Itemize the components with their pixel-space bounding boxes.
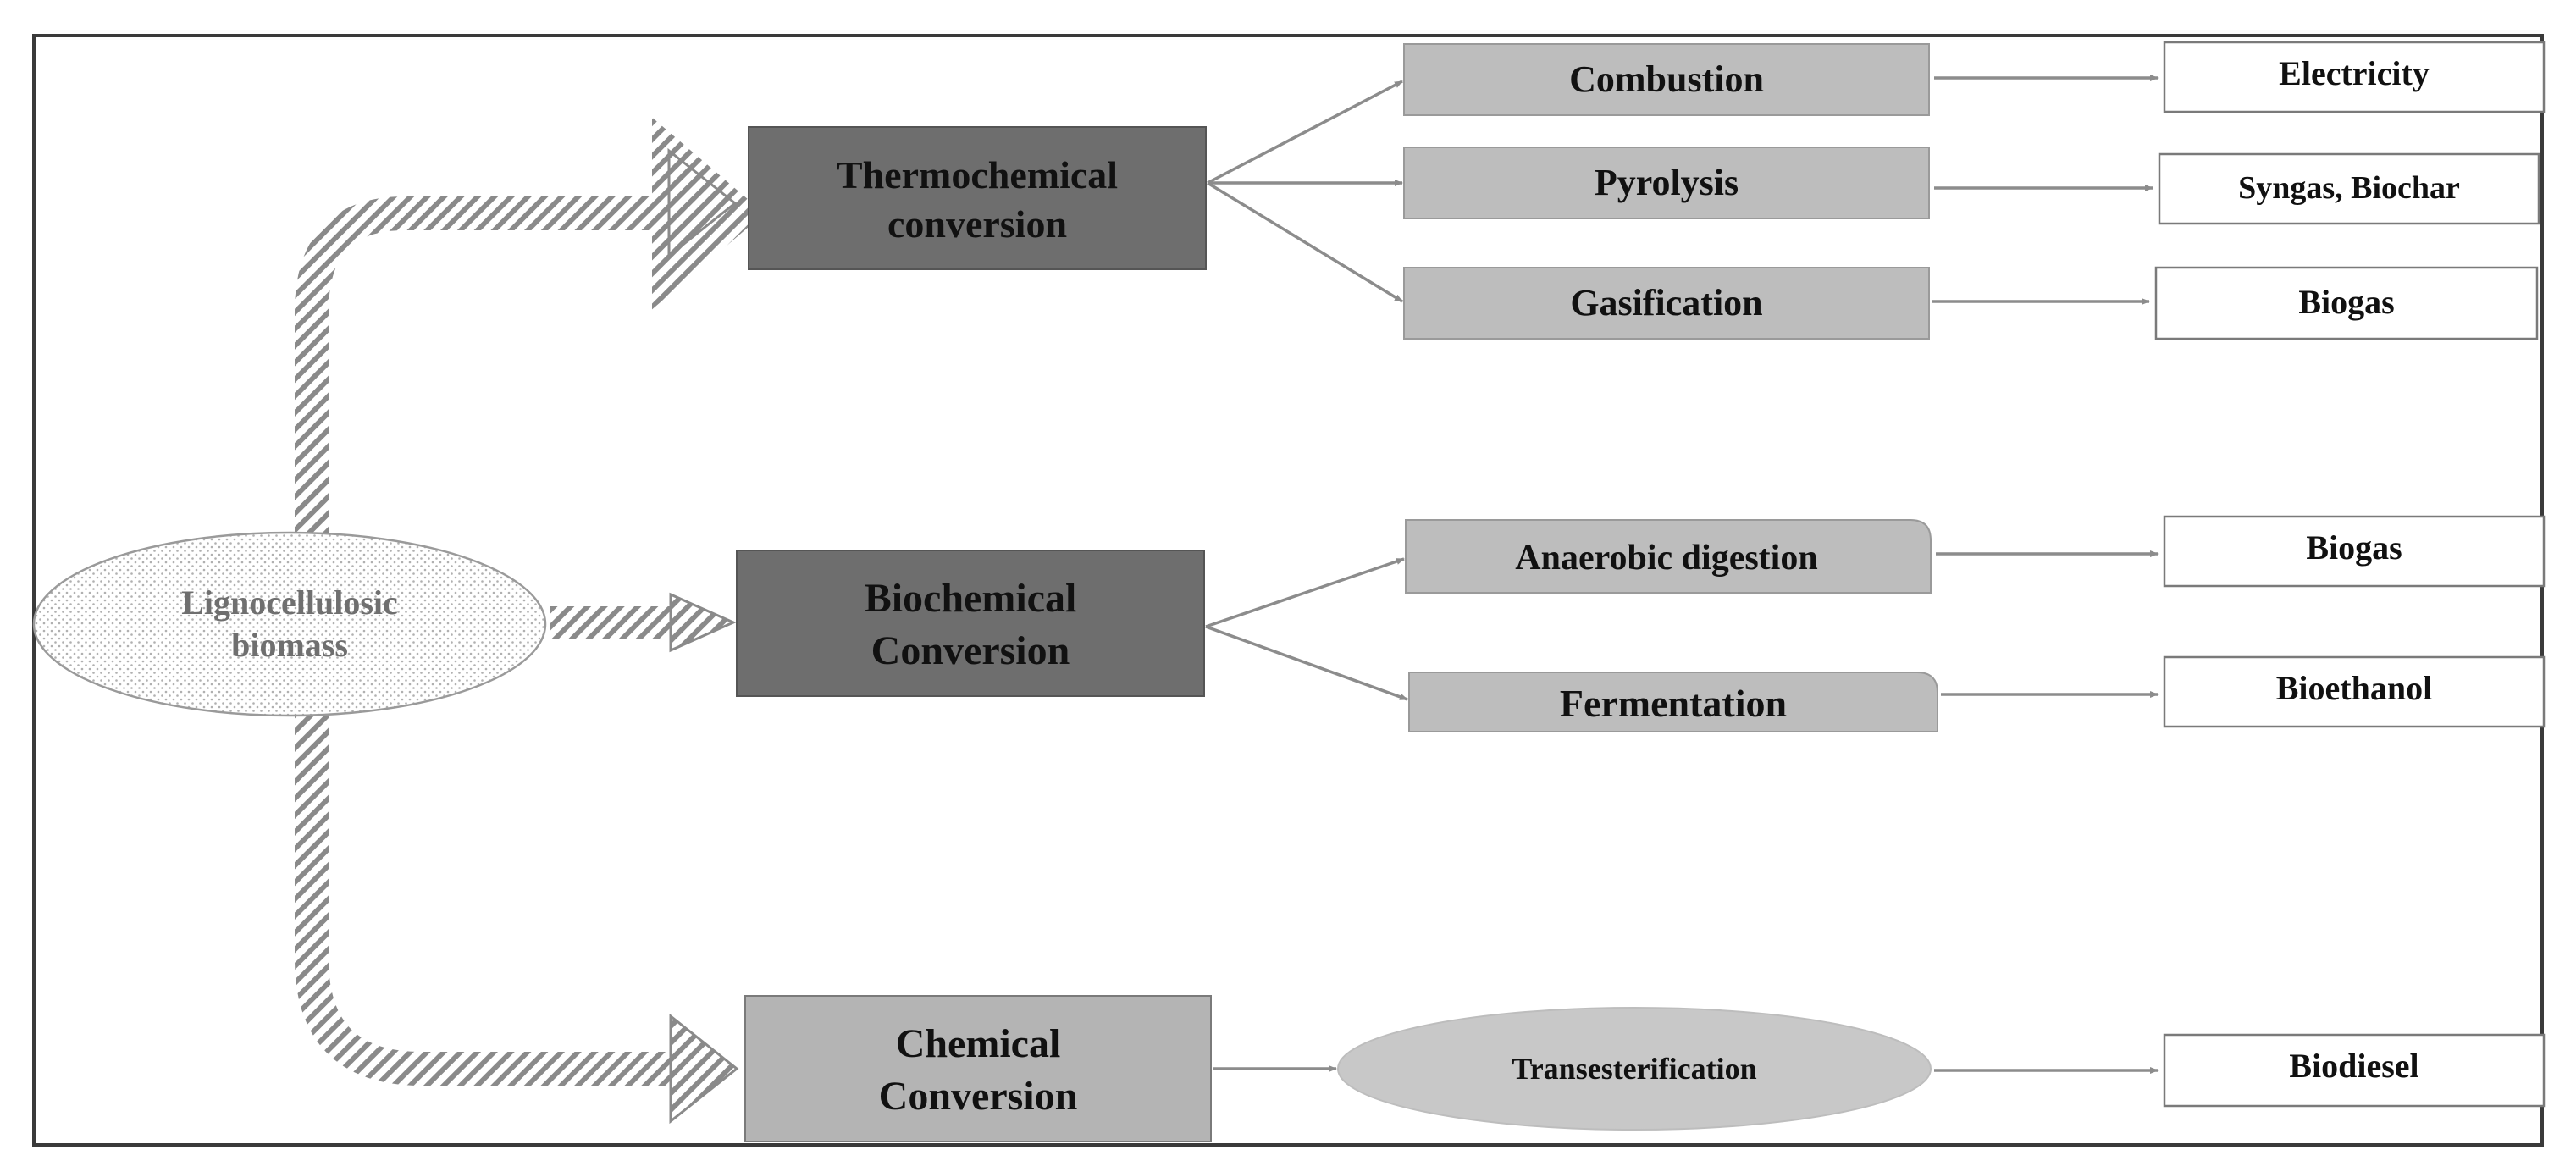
source-label-line1: Lignocellulosic	[181, 583, 398, 622]
route-chemical-line2: Conversion	[879, 1074, 1078, 1119]
product-biogas2-label: Biogas	[2306, 528, 2402, 567]
route-biochemical-box	[736, 550, 1205, 697]
route-chemical-line1: Chemical	[896, 1021, 1061, 1066]
route-thermochemical-line2: conversion	[887, 202, 1067, 246]
process-transesterification-ellipse	[1337, 1007, 1932, 1131]
product-biogas1-label: Biogas	[2298, 283, 2394, 321]
process-anaerobic: Anaerobic digestion	[1405, 519, 1932, 594]
route-biochemical-line1: Biochemical	[865, 576, 1077, 621]
product-biogas2: Biogas	[2163, 515, 2546, 588]
connector-to-fermentation	[1205, 625, 1408, 701]
process-anaerobic-box	[1405, 519, 1932, 594]
arrow-to-biochemical-head	[669, 592, 737, 653]
product-electricity-label: Electricity	[2279, 54, 2430, 92]
product-biogas1-box	[2154, 266, 2539, 340]
product-biodiesel-box	[2163, 1033, 2546, 1108]
product-syngas-label: Syngas, Biochar	[2238, 170, 2460, 206]
route-connectors	[1205, 80, 1408, 1072]
product-electricity: Electricity	[2163, 41, 2546, 113]
arrow-to-chemical	[295, 711, 671, 1086]
product-bioethanol-box	[2163, 655, 2546, 728]
process-fermentation-box	[1408, 672, 1938, 732]
process-fermentation-label: Fermentation	[1560, 682, 1787, 725]
route-thermochemical-line1: Thermochemical	[837, 153, 1118, 196]
product-syngas: Syngas, Biochar	[2158, 152, 2540, 225]
arrow-to-thermochemical-head	[667, 147, 738, 259]
connector-to-anaerobic	[1205, 557, 1405, 628]
route-biochemical-line2: Conversion	[871, 628, 1070, 673]
source-label-line2: biomass	[231, 626, 348, 664]
connector-to-gasification	[1207, 181, 1403, 303]
process-pyrolysis-label: Pyrolysis	[1595, 162, 1739, 203]
process-anaerobic-label: Anaerobic digestion	[1515, 539, 1817, 578]
product-biodiesel-label: Biodiesel	[2289, 1047, 2418, 1085]
product-syngas-box	[2158, 152, 2540, 225]
product-biodiesel: Biodiesel	[2163, 1033, 2546, 1108]
process-combustion-box	[1403, 43, 1930, 116]
product-connectors	[1932, 75, 2159, 1074]
route-thermochemical-box	[748, 126, 1207, 270]
product-bioethanol-label: Bioethanol	[2276, 669, 2432, 707]
source-arrows	[295, 117, 765, 1125]
product-biogas2-box	[2163, 515, 2546, 588]
process-pyrolysis-box	[1403, 146, 1930, 219]
product-electricity-box	[2163, 41, 2546, 113]
process-gasification-label: Gasification	[1570, 282, 1762, 323]
route-chemical-box	[744, 995, 1212, 1142]
route-biochemical: Biochemical Conversion	[736, 550, 1205, 697]
source-ellipse	[32, 531, 547, 717]
process-transesterification-label: Transesterification	[1512, 1052, 1756, 1086]
route-thermochemical: Thermochemical conversion	[748, 126, 1207, 270]
process-fermentation: Fermentation	[1408, 672, 1938, 732]
connector-to-combustion	[1207, 80, 1403, 185]
process-gasification: Gasification	[1403, 267, 1930, 340]
product-bioethanol: Bioethanol	[2163, 655, 2546, 728]
process-pyrolysis: Pyrolysis	[1403, 146, 1930, 219]
route-chemical: Chemical Conversion	[744, 995, 1212, 1142]
process-gasification-box	[1403, 267, 1930, 340]
product-biogas1: Biogas	[2154, 266, 2539, 340]
process-combustion: Combustion	[1403, 43, 1930, 116]
arrow-to-chemical-head	[669, 1013, 739, 1125]
process-combustion-label: Combustion	[1569, 58, 1764, 100]
source-node: Lignocellulosic biomass	[32, 531, 547, 717]
process-transesterification: Transesterification	[1337, 1007, 1932, 1131]
